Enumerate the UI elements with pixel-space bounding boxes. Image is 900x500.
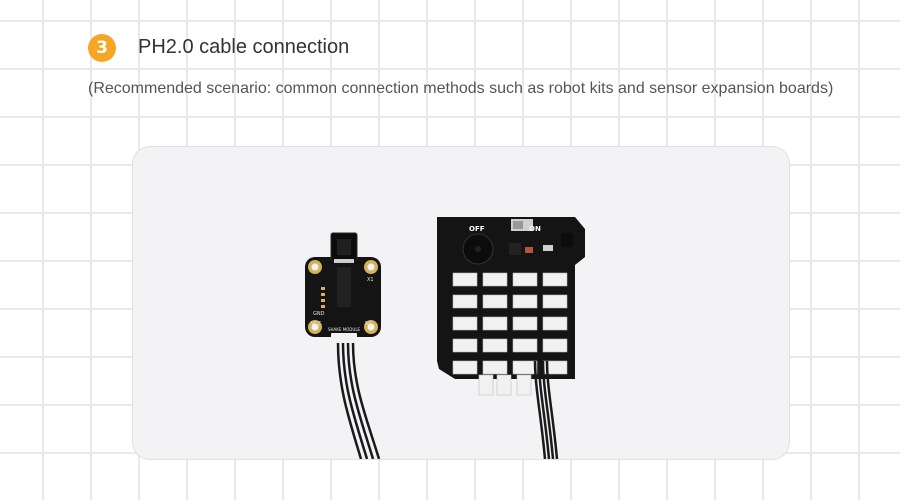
connection-illustration: GND VCC NC X1 SHAKE MODULE OFF ON (305, 217, 585, 459)
module-cable (336, 342, 381, 459)
expansion-cable (533, 360, 559, 459)
switch-on-label: ON (529, 225, 541, 233)
silk-module-name: SHAKE MODULE (328, 327, 361, 332)
step-number-badge: 3 (88, 34, 116, 62)
product-photo: GND VCC NC X1 SHAKE MODULE OFF ON (132, 146, 790, 460)
silk-vcc: VCC (311, 321, 322, 327)
silk-x1: X1 (367, 277, 374, 283)
section-heading: PH2.0 cable connection (138, 36, 350, 58)
silk-nc: NC (365, 321, 373, 327)
switch-off-label: OFF (469, 225, 485, 233)
silk-gnd: GND (313, 311, 325, 317)
vibration-module-board (305, 232, 381, 343)
sensor-expansion-board (437, 217, 585, 379)
recommended-scenario-text: (Recommended scenario: common connection… (88, 80, 834, 97)
ph2-connector-grid (452, 272, 568, 396)
